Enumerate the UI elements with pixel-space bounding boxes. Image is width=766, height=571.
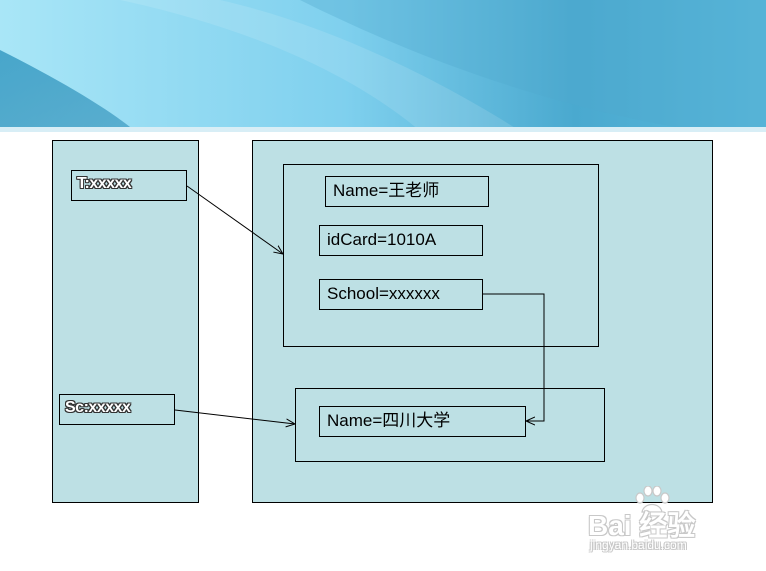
school-name-field: Name=四川大学 (319, 406, 526, 437)
teacher-object-box (283, 164, 599, 347)
teacher-reference-cell: T:xxxxx (71, 170, 187, 201)
watermark-url: jingyan.baidu.com (590, 538, 687, 552)
header-banner (0, 0, 766, 138)
watermark-brand: Bai 经验 (588, 510, 696, 541)
paw-icon (635, 486, 670, 513)
baidu-jingyan-watermark: Bai 经验 jingyan.baidu.com (588, 486, 758, 556)
teacher-school-field: School=xxxxxx (319, 279, 483, 310)
teacher-idcard-field: idCard=1010A (319, 225, 483, 256)
school-reference-cell: Sc:xxxxx (59, 394, 175, 425)
teacher-name-field: Name=王老师 (325, 176, 489, 207)
heap-panel (252, 140, 713, 503)
